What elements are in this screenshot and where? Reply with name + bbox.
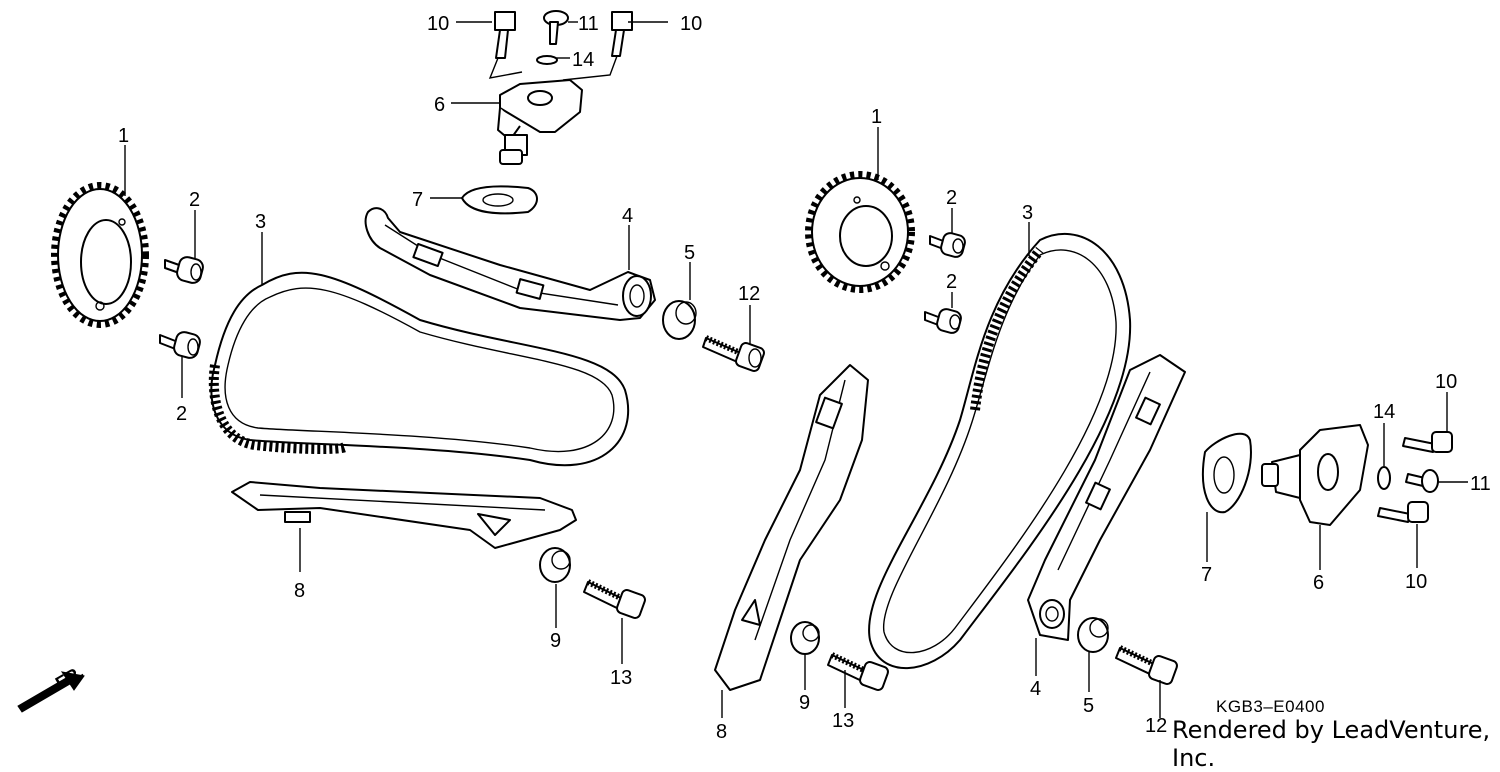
- tensioner-bolt-top-right[interactable]: [611, 11, 633, 57]
- leader-lines-right: [721, 127, 1468, 718]
- sprocket-bolt-right-lower[interactable]: [924, 308, 962, 335]
- tensioner-bolt-top-left[interactable]: [494, 11, 516, 59]
- callout-10-left-a: 10: [427, 13, 449, 35]
- flange-bolt-right-12[interactable]: [1115, 645, 1178, 685]
- callout-7-left: 7: [412, 189, 423, 211]
- callout-3-left: 3: [255, 211, 266, 233]
- callout-2-left-upper: 2: [189, 189, 200, 211]
- callout-11-left: 11: [578, 13, 599, 35]
- callout-labels-right: 1 2 2 3 4 5 6 7 8 9 10 10 11 12 13 14: [716, 106, 1491, 743]
- callout-13-right: 13: [832, 710, 854, 732]
- leader-lines-left: [124, 21, 751, 664]
- cam-chain-left[interactable]: [208, 271, 630, 467]
- callout-5-left: 5: [684, 242, 695, 264]
- callout-labels-left: 1 2 2 3 4 5 6 7 8 9 10 10 11 12 13 14: [118, 13, 760, 689]
- callout-10-left-b: 10: [680, 13, 702, 35]
- sprocket-bolt-left-upper[interactable]: [164, 255, 205, 284]
- cam-chain-tensioner-top[interactable]: [497, 79, 583, 165]
- callout-12-right: 12: [1145, 715, 1167, 737]
- tensioner-gasket-top[interactable]: [461, 185, 538, 215]
- tensioner-guide-left[interactable]: [364, 207, 656, 321]
- tensioner-bolt-right-lower[interactable]: [1377, 501, 1429, 523]
- tensioner-screw-right[interactable]: [1405, 469, 1439, 493]
- chain-guide-left[interactable]: [231, 481, 577, 549]
- collar-right-9[interactable]: [790, 621, 820, 655]
- sealing-washer-right[interactable]: [1377, 466, 1391, 490]
- front-arrow-icon: [17, 671, 85, 713]
- sprocket-bolt-left-lower[interactable]: [159, 330, 202, 359]
- collar-left-9[interactable]: [539, 547, 571, 583]
- callout-2-right-lower: 2: [946, 271, 957, 293]
- callout-13-left: 13: [610, 667, 632, 689]
- render-credit: Rendered by LeadVenture, Inc.: [1172, 716, 1491, 772]
- callout-14-left: 14: [572, 49, 594, 71]
- callout-1-right: 1: [871, 106, 882, 128]
- parts-diagram: 1 2 2 3 4 5 6 7 8 9 10 10 11 12 13 14: [17, 10, 1491, 743]
- collar-left[interactable]: [662, 300, 697, 340]
- collar-right[interactable]: [1077, 617, 1109, 653]
- cam-chain-right[interactable]: [868, 233, 1132, 670]
- callout-4-left: 4: [622, 205, 633, 227]
- flange-bolt-left-12[interactable]: [702, 335, 765, 372]
- callout-3-right: 3: [1022, 202, 1033, 224]
- callout-5-right: 5: [1083, 695, 1094, 717]
- callout-9-right: 9: [799, 692, 810, 714]
- diagram-code: KGB3–E0400: [1216, 697, 1325, 716]
- sprocket-bolt-right-upper[interactable]: [929, 232, 966, 259]
- callout-4-right: 4: [1030, 678, 1041, 700]
- sealing-washer-top[interactable]: [536, 55, 558, 65]
- cam-sprocket-left[interactable]: [51, 182, 149, 328]
- flange-bolt-right-13[interactable]: [827, 652, 889, 691]
- callout-12-left: 12: [738, 283, 760, 305]
- callout-1-left: 1: [118, 125, 129, 147]
- chain-guide-right[interactable]: [714, 364, 869, 691]
- callout-10-right-a: 10: [1435, 371, 1457, 393]
- cam-sprocket-right[interactable]: [805, 171, 915, 293]
- callout-6-left: 6: [434, 94, 445, 116]
- tensioner-bolt-right-upper[interactable]: [1402, 431, 1453, 453]
- tensioner-guide-right[interactable]: [1027, 354, 1186, 641]
- tensioner-screw-top[interactable]: [543, 10, 569, 45]
- front-direction-marker: FR.: [17, 662, 87, 713]
- callout-9-left: 9: [550, 630, 561, 652]
- callout-14-right: 14: [1373, 401, 1395, 423]
- callout-6-right: 6: [1313, 572, 1324, 594]
- callout-11-right: 11: [1470, 473, 1491, 495]
- callout-8-right: 8: [716, 721, 727, 743]
- callout-8-left: 8: [294, 580, 305, 602]
- callout-2-right-upper: 2: [946, 187, 957, 209]
- tensioner-gasket-right[interactable]: [1201, 432, 1252, 514]
- callout-2-left-lower: 2: [176, 403, 187, 425]
- callout-10-right-b: 10: [1405, 571, 1427, 593]
- cam-chain-tensioner-right[interactable]: [1261, 424, 1369, 526]
- callout-7-right: 7: [1201, 564, 1212, 586]
- flange-bolt-left-13[interactable]: [583, 579, 646, 619]
